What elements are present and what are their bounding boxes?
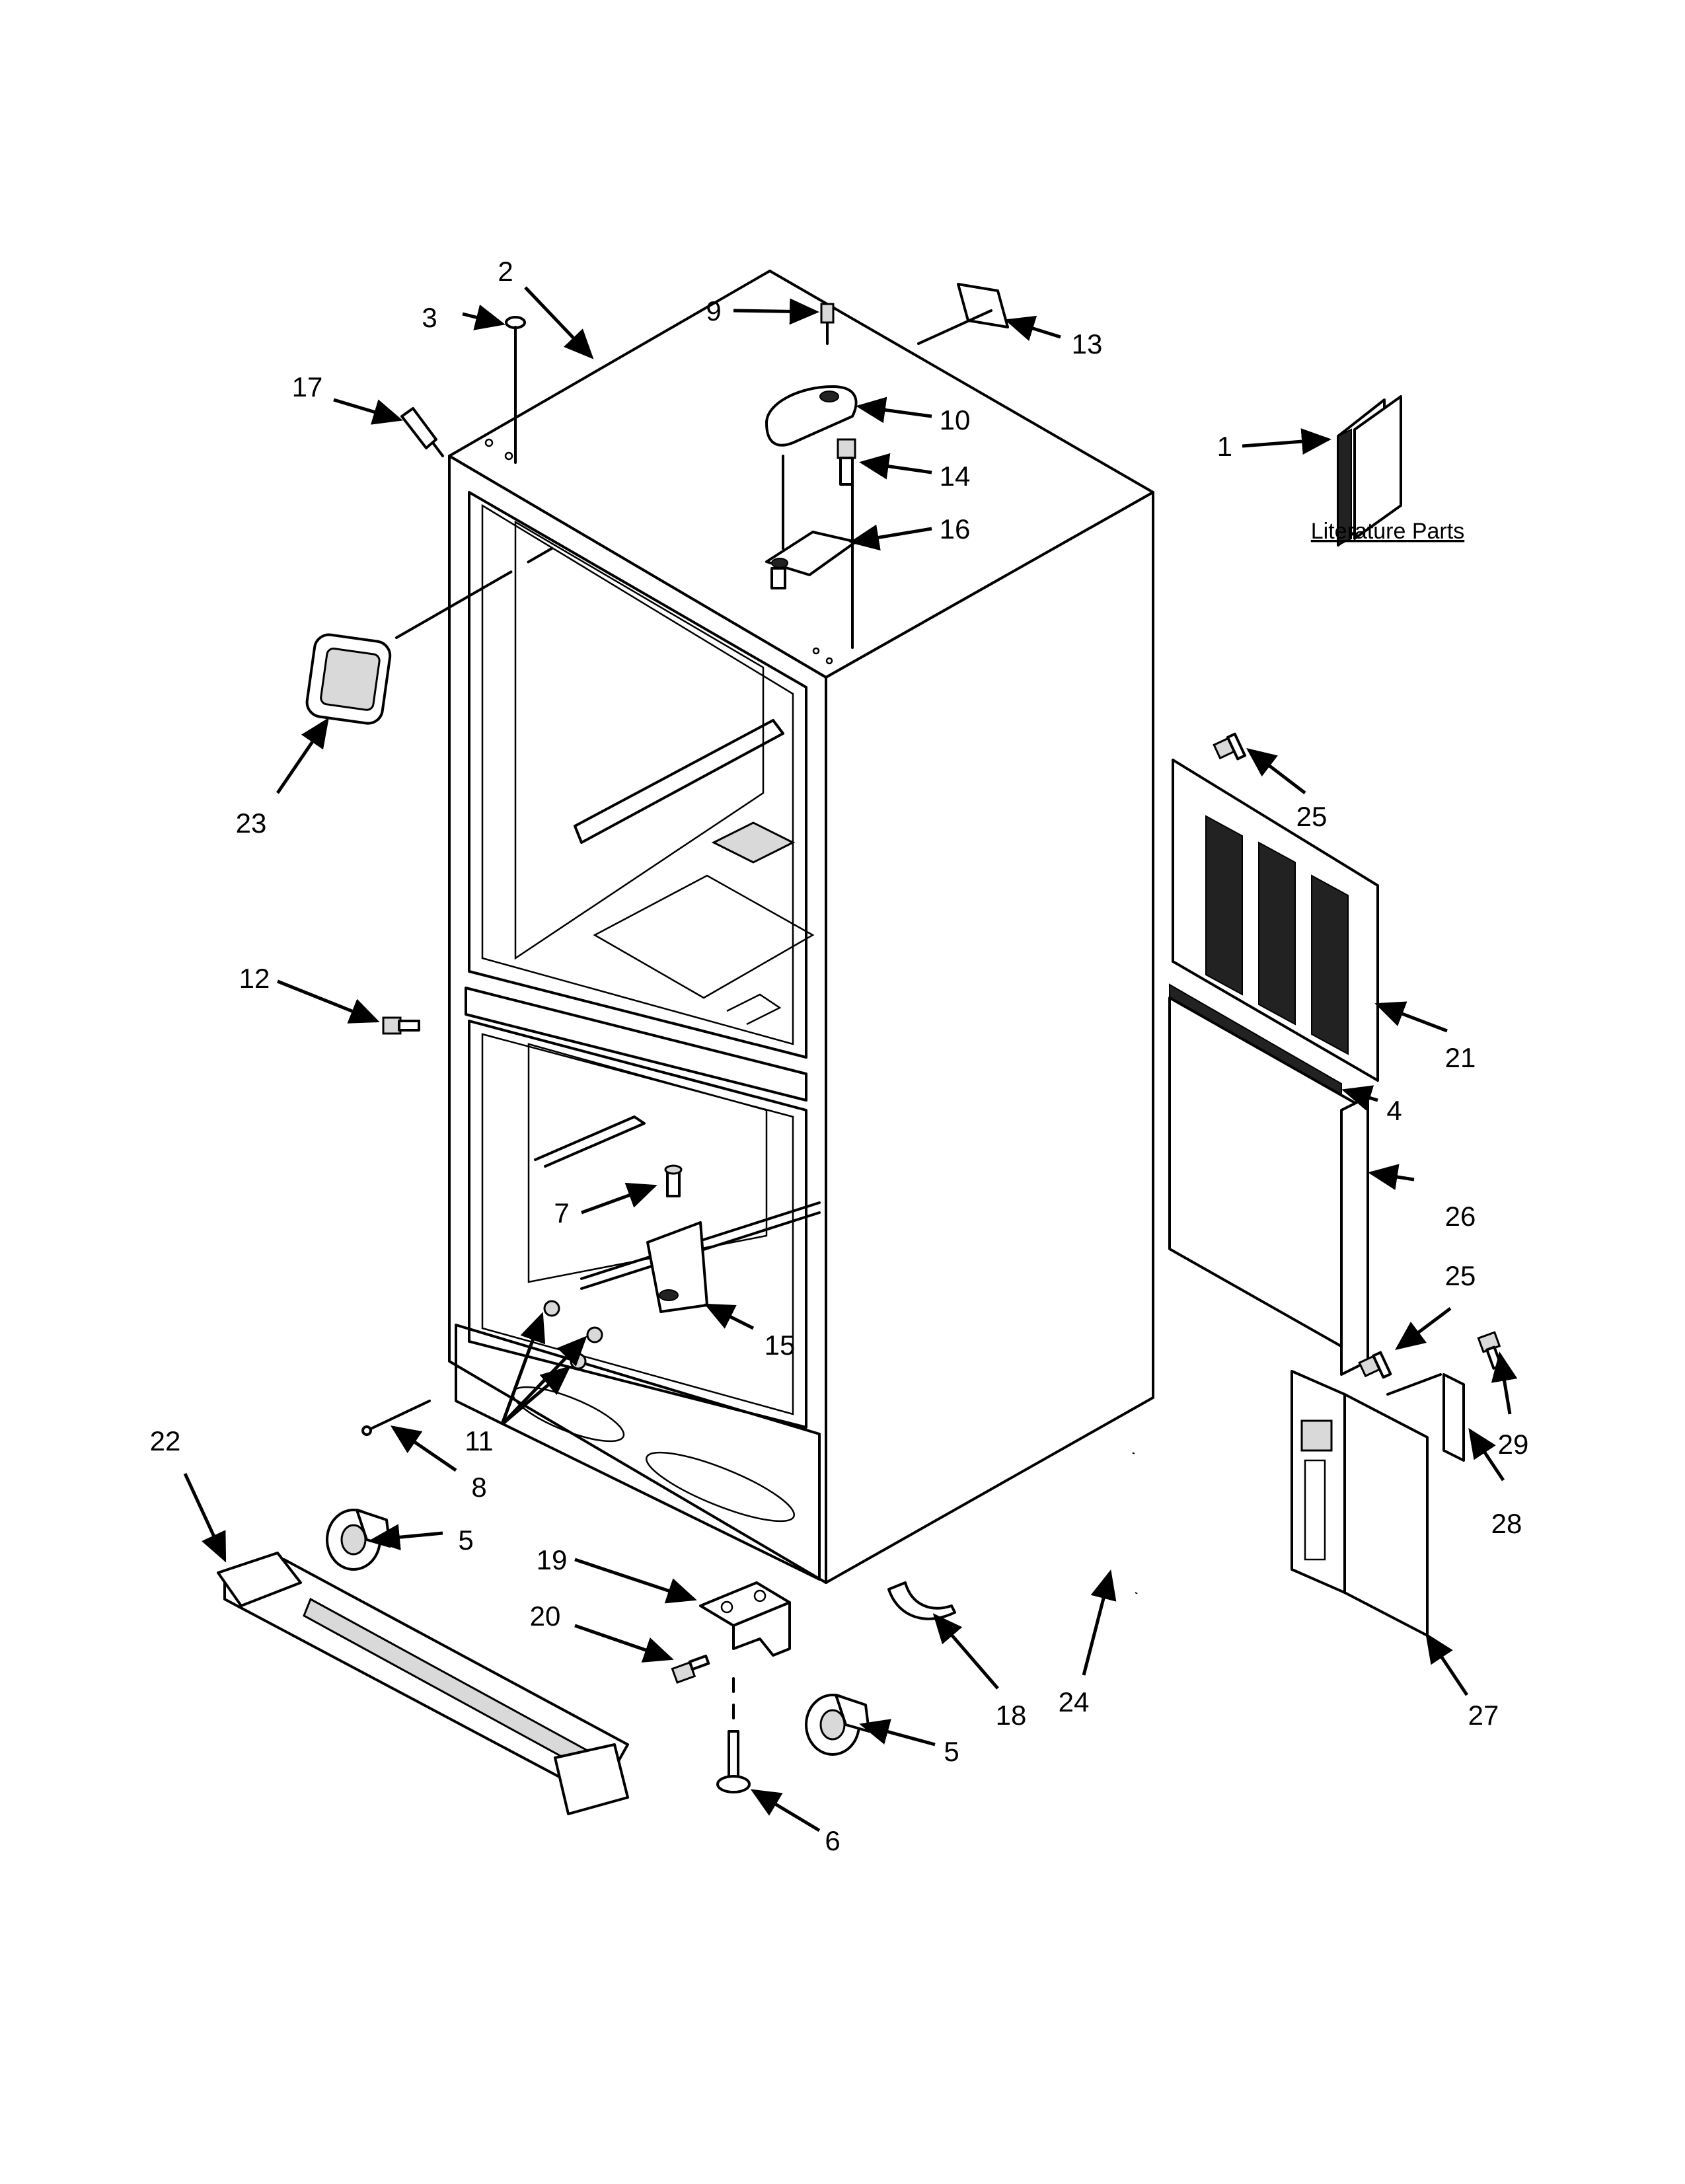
caster-front-right (805, 1694, 870, 1756)
callout-3: 3 (422, 302, 437, 333)
callout-22: 22 (150, 1425, 181, 1456)
leader-arrows (183, 286, 1518, 1832)
literature-book (1337, 395, 1402, 546)
callout-2: 2 (498, 256, 513, 287)
callout-28: 28 (1491, 1508, 1522, 1539)
callout-25b: 25 (1445, 1260, 1476, 1291)
hinge-screw-11a (543, 1300, 560, 1317)
callout-29: 29 (1498, 1429, 1529, 1460)
callout-26: 26 (1445, 1201, 1476, 1232)
callout-17: 17 (292, 371, 323, 402)
callout-24: 24 (1059, 1686, 1090, 1717)
wire-clip (400, 407, 437, 449)
callout-18: 18 (996, 1700, 1027, 1731)
callout-19: 19 (537, 1544, 568, 1575)
toe-grille (217, 1552, 629, 1815)
side-screw (382, 1016, 420, 1035)
callout-20: 20 (530, 1600, 561, 1632)
hinge-screw-9 (820, 303, 835, 345)
callout-7: 7 (554, 1197, 569, 1228)
screw-3 (505, 316, 526, 464)
callout-12: 12 (239, 963, 270, 994)
callout-10: 10 (940, 404, 971, 435)
callout-16: 16 (940, 513, 971, 545)
callout-4: 4 (1386, 1095, 1402, 1126)
box-screw (1477, 1331, 1503, 1370)
panel-screw-upper (1213, 732, 1246, 761)
leveling-leg (716, 1677, 751, 1793)
callout-5b: 5 (944, 1736, 959, 1767)
literature-parts-label: Literature Parts (1311, 519, 1464, 544)
callout-25a: 25 (1296, 801, 1328, 832)
callout-1: 1 (1217, 431, 1232, 462)
rear-access-panel (1172, 759, 1379, 1082)
label-plate (957, 283, 1009, 328)
ice-maker-label (305, 633, 392, 725)
callout-9: 9 (706, 295, 721, 326)
hinge-cover (765, 385, 858, 447)
callout-15: 15 (765, 1330, 796, 1361)
hose-clamp (887, 1581, 956, 1620)
hinge-pin-7 (664, 1164, 683, 1197)
callout-8: 8 (471, 1472, 486, 1503)
callout-23: 23 (236, 808, 267, 839)
hinge-screw-11b (586, 1326, 603, 1343)
callout-14: 14 (940, 461, 971, 492)
callout-5a: 5 (458, 1525, 473, 1556)
mounting-bracket (1442, 1373, 1465, 1462)
callout-27: 27 (1468, 1700, 1499, 1731)
callout-6: 6 (825, 1825, 840, 1856)
bracket-screw (671, 1654, 710, 1684)
hinge-screw-14 (837, 438, 856, 486)
callout-21: 21 (1445, 1042, 1476, 1073)
callout-11: 11 (465, 1425, 494, 1456)
callout-13: 13 (1072, 328, 1103, 359)
long-screw (361, 1400, 431, 1436)
panel-screw-lower (1358, 1351, 1392, 1379)
electrical-box (1291, 1370, 1429, 1637)
refrigerator-cabinet (448, 270, 1154, 1584)
leveling-bracket (699, 1581, 791, 1657)
callout-labels: 1 2 3 4 5 5 6 7 8 9 10 11 12 13 14 15 16… (150, 256, 1529, 1856)
drain-tube (1105, 1451, 1144, 1596)
hinge-screw-11c (570, 1353, 587, 1370)
